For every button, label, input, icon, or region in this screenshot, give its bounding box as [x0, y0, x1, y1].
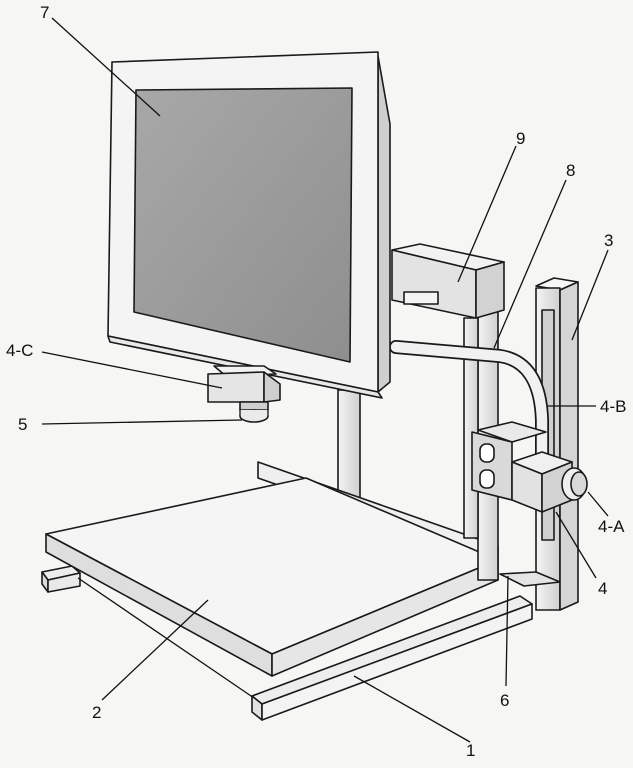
label-1: 1: [466, 741, 475, 760]
monitor-mount: [207, 365, 281, 423]
label-4c: 4-C: [6, 341, 33, 360]
label-2: 2: [92, 703, 101, 722]
leader-lines: [41, 17, 609, 743]
label-4a: 4-A: [598, 517, 625, 536]
label-5: 5: [18, 415, 27, 434]
camera-unit: [471, 421, 588, 513]
label-7: 7: [40, 3, 49, 22]
label-4b: 4-B: [600, 397, 626, 416]
label-3: 3: [604, 231, 613, 250]
support-arm: [391, 243, 505, 539]
monitor: [107, 51, 391, 399]
label-9: 9: [516, 129, 525, 148]
rear-pole: [337, 389, 361, 501]
callout-labels: 1 2 3 4 4-A 4-B 4-C 5 6 7 8 9: [6, 3, 626, 760]
gooseneck: [389, 340, 549, 465]
label-4: 4: [598, 579, 607, 598]
label-8: 8: [566, 161, 575, 180]
base-frame: [41, 565, 533, 721]
label-6: 6: [500, 691, 509, 710]
